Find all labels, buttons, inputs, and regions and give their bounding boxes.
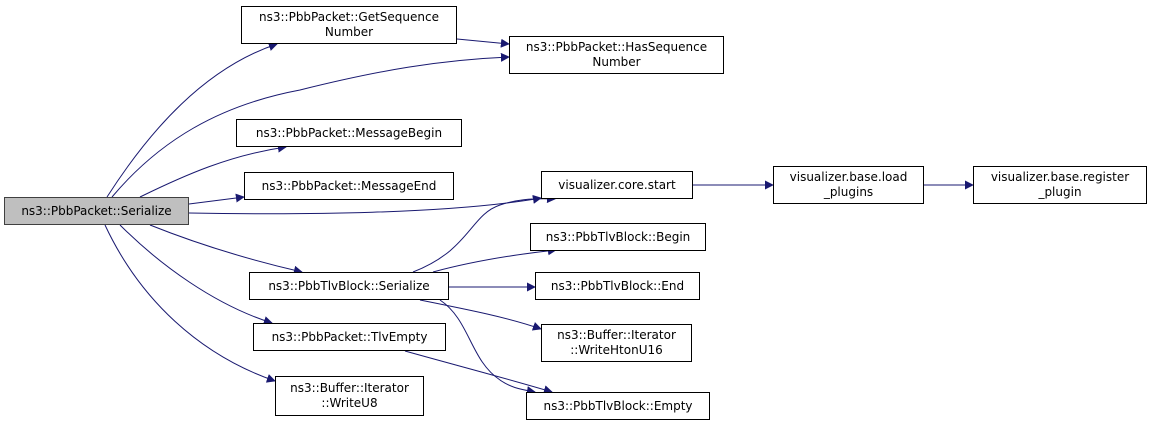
node-label-line: ns3::PbbPacket::MessageBegin [255,125,443,140]
node-label-line: ::WriteHtonU16 [570,343,663,357]
node-label-line: visualizer.base.load [789,170,908,184]
edge-serialize-to-vizstart [188,194,542,215]
node-label-line: Number [324,25,374,39]
node-label-line: ::WriteU8 [321,396,378,410]
edge-serialize-to-writeu8 [104,224,276,383]
node-tlvend[interactable]: ns3::PbbTlvBlock::End [535,272,700,300]
node-label-line: ns3::PbbPacket::TlvEmpty [271,329,428,344]
node-vizload[interactable]: visualizer.base.load_plugins [773,166,924,204]
node-label-line: ns3::PbbPacket::Serialize [21,203,172,218]
edge-serialize-to-msgbegin [139,143,287,198]
node-label-line: _plugin [1038,185,1082,199]
node-label-line: ns3::PbbTlvBlock::Serialize [268,278,430,293]
edge-tlvempty-to-pbbempty [404,350,553,395]
node-tlvbegin[interactable]: ns3::PbbTlvBlock::Begin [530,223,706,251]
node-writehton[interactable]: ns3::Buffer::Iterator::WriteHtonU16 [541,324,692,362]
node-label-line: ns3::PbbPacket::MessageEnd [261,178,437,193]
node-label-line: ns3::PbbPacket::GetSequence [259,10,439,24]
node-vizreg[interactable]: visualizer.base.register_plugin [973,166,1147,204]
edge-tlvserialize-to-tlvbegin [432,246,557,273]
node-msgbegin[interactable]: ns3::PbbPacket::MessageBegin [236,119,462,147]
edge-tlvserialize-to-writehton [419,299,542,331]
node-pbbempty[interactable]: ns3::PbbTlvBlock::Empty [526,392,710,420]
edge-getseq-to-hasseq [456,38,510,48]
node-label-line: Number [592,55,641,69]
edge-serialize-to-tlvserialize [149,224,303,275]
edge-tlvserialize-to-vizstart [412,194,556,273]
node-tlvempty[interactable]: ns3::PbbPacket::TlvEmpty [253,323,446,351]
edge-serialize-to-tlvempty [119,224,273,325]
node-label-line: ns3::PbbTlvBlock::End [550,278,685,293]
node-label-line: ns3::Buffer::Iterator [290,381,409,395]
node-label-line: ns3::PbbTlvBlock::Begin [545,229,691,244]
node-label-line: ns3::Buffer::Iterator [557,328,676,342]
node-label-line: _plugins [823,185,874,199]
edge-tlvserialize-to-pbbempty [439,299,536,396]
node-vizstart[interactable]: visualizer.core.start [541,171,693,199]
node-label-line: ns3::PbbTlvBlock::Empty [543,398,693,413]
node-label-line: visualizer.core.start [558,177,676,192]
edge-serialize-to-getseq [106,42,278,198]
node-label-line: visualizer.base.register [990,170,1130,184]
node-tlvserialize[interactable]: ns3::PbbTlvBlock::Serialize [249,272,449,300]
node-label-line: ns3::PbbPacket::HasSequence [525,40,708,54]
node-writeu8[interactable]: ns3::Buffer::Iterator::WriteU8 [275,376,424,416]
node-msgend[interactable]: ns3::PbbPacket::MessageEnd [244,172,454,200]
node-serialize[interactable]: ns3::PbbPacket::Serialize [4,197,189,225]
edge-serialize-to-msgend [188,193,245,205]
edge-serialize-to-hasseq [111,52,510,198]
